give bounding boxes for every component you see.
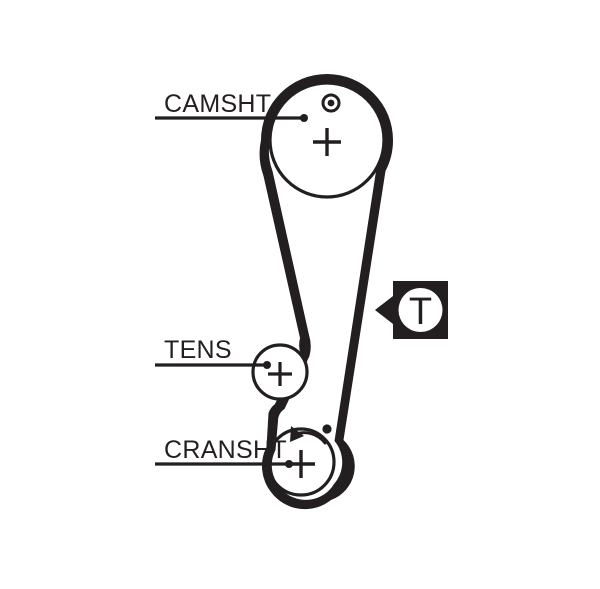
crankshaft-pulley-outline xyxy=(266,427,336,497)
camshaft-leader-line xyxy=(155,114,308,122)
crankshaft-leader-line xyxy=(155,460,293,468)
tension-badge: T xyxy=(375,281,448,339)
camshaft-pulley-outline xyxy=(268,81,386,199)
camshaft-label: CAMSHT xyxy=(164,90,271,118)
tension-badge-circle xyxy=(398,288,443,332)
crankshaft-label: CRANSHT xyxy=(164,436,287,464)
tensioner-center-cross-icon xyxy=(268,362,292,386)
tension-badge-letter: T xyxy=(409,291,432,333)
tension-badge-arrow-icon xyxy=(375,296,393,324)
tensioner-label: TENS xyxy=(164,336,232,364)
rotation-direction-arrow-icon xyxy=(290,424,332,445)
camshaft-center-cross-icon xyxy=(313,128,341,156)
tensioner-leader-line xyxy=(155,361,271,369)
camshaft-timing-dot-icon xyxy=(321,93,341,113)
